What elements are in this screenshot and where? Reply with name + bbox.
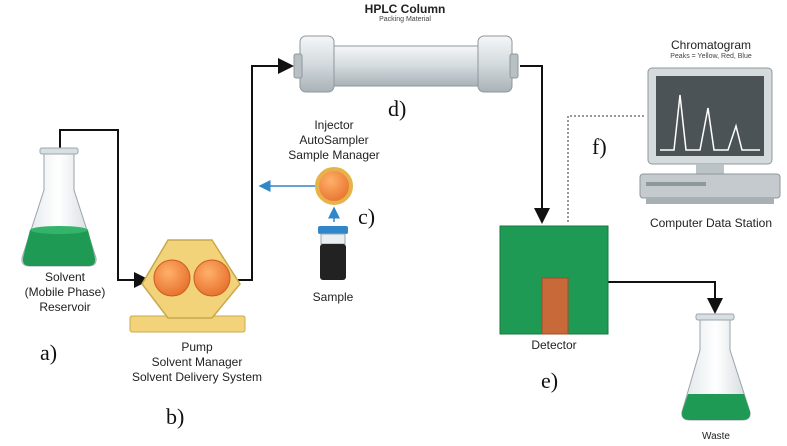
reservoir-label: Solvent (Mobile Phase) Reservoir	[10, 270, 120, 315]
data-link-line	[567, 115, 646, 222]
pump-icon	[129, 239, 246, 333]
sample-label: Sample	[312, 290, 354, 304]
detector-label: Detector	[531, 338, 577, 352]
flow-column-to-detector	[520, 65, 550, 224]
pump-label-line-2: Solvent Manager	[151, 355, 243, 369]
pump-label: Pump Solvent Manager Solvent Delivery Sy…	[112, 340, 282, 385]
injector-icon	[315, 167, 353, 205]
letter-d: d)	[388, 96, 407, 121]
reservoir-flask-icon	[21, 147, 97, 267]
flow-detector-to-waste	[608, 281, 723, 314]
pump-label-line-1: Pump	[181, 340, 213, 354]
letter-a: a)	[40, 340, 58, 365]
injector-label-line-2: AutoSampler	[299, 133, 369, 147]
computer-icon	[639, 67, 781, 204]
reservoir-label-line-2: (Mobile Phase)	[24, 285, 106, 299]
injector-label-line-3: Sample Manager	[288, 148, 380, 162]
column-subtitle: Packing Material	[379, 16, 431, 23]
detector-icon	[499, 225, 609, 335]
hplc-column-icon	[293, 35, 519, 93]
letter-e: e)	[541, 368, 559, 393]
injector-label-line-1: Injector	[314, 118, 354, 132]
letter-c: c)	[358, 204, 376, 229]
computer-label: Computer Data Station	[649, 216, 773, 230]
letter-b: b)	[166, 404, 185, 429]
letter-f: f)	[592, 134, 607, 159]
reservoir-label-line-3: Reservoir	[39, 300, 91, 314]
waste-label: Waste	[702, 431, 730, 442]
chromatogram-subtitle: Peaks = Yellow, Red, Blue	[670, 53, 752, 60]
flow-pump-to-column	[238, 58, 294, 281]
injector-label: Injector AutoSampler Sample Manager	[272, 118, 396, 163]
chromatogram-title: Chromatogram	[670, 38, 752, 52]
reservoir-label-line-1: Solvent	[44, 270, 86, 284]
waste-flask-icon	[681, 313, 751, 421]
sample-vial-icon	[318, 226, 348, 280]
column-title: HPLC Column	[364, 2, 446, 16]
pump-label-line-3: Solvent Delivery System	[131, 370, 263, 384]
